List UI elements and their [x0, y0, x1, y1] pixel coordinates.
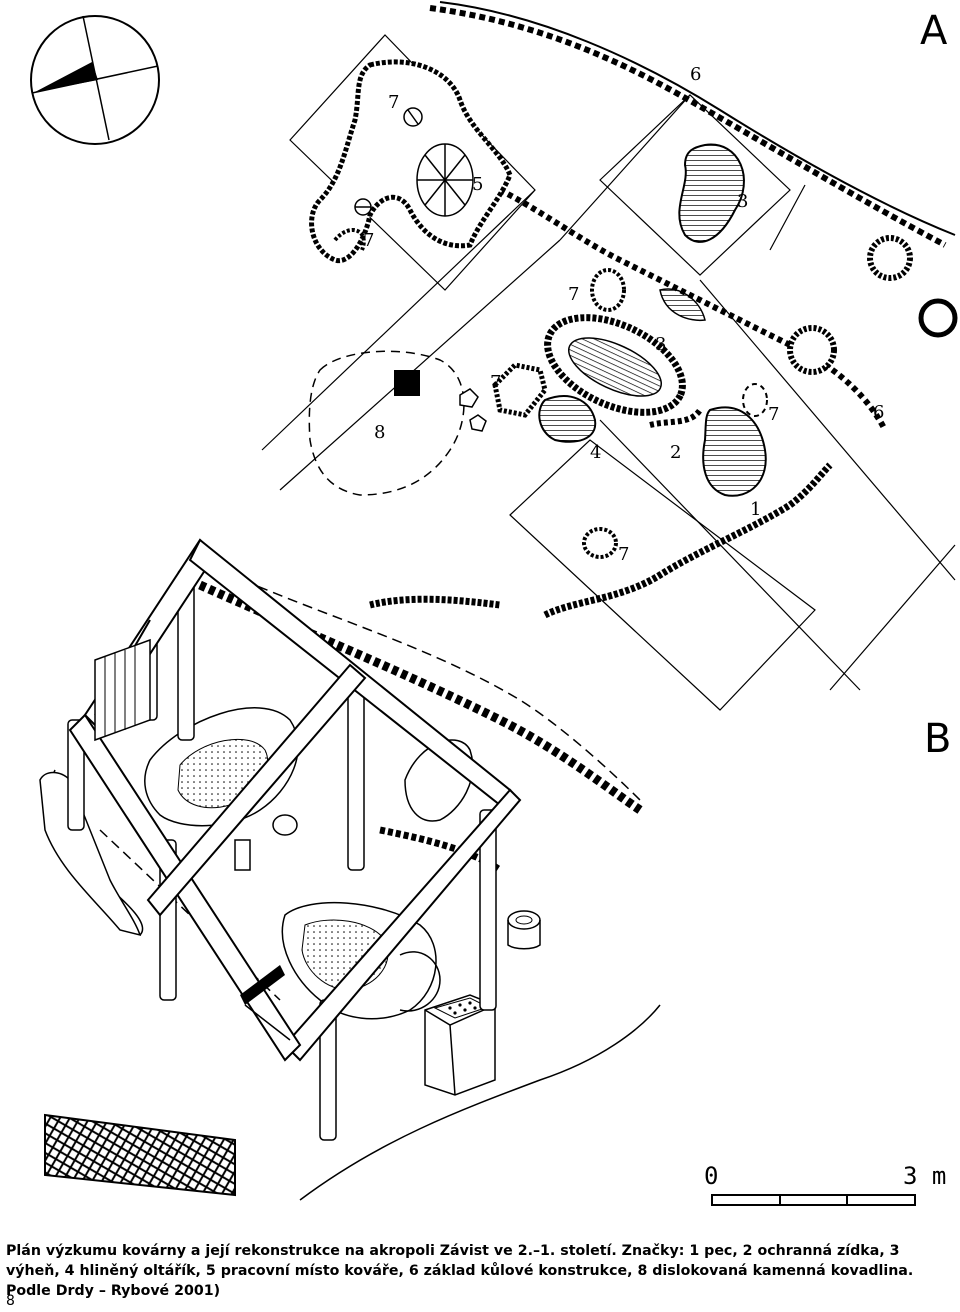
label-anvil: 8: [374, 422, 385, 443]
stump: [507, 910, 541, 950]
label-pit-anvil: 7: [490, 372, 501, 393]
furnace: [702, 406, 767, 497]
north-arrow-icon: [30, 15, 160, 145]
panel-letter-b: B: [924, 716, 951, 762]
label-hearth-upper: 3: [737, 191, 748, 212]
anvil-reconstruction: [424, 994, 496, 1096]
label-pit-right: 7: [768, 404, 779, 425]
label-pit-center: 7: [568, 284, 579, 305]
wattle-fence: [44, 1113, 236, 1197]
smith-workplace: [309, 59, 513, 264]
plan-labels: 7 7 7 7 7 7 5 3 3 6 6 8 4 2 1: [363, 64, 884, 565]
scale-start-label: 0: [704, 1162, 718, 1190]
label-hearth-middle: 3: [655, 334, 666, 355]
clay-altar: [538, 395, 597, 443]
panel-letter-a: A: [920, 8, 948, 54]
label-workplace-pit-lower: 7: [363, 230, 374, 251]
label-wall: 2: [670, 442, 681, 463]
plan-a: 7 7 7 7 7 7 5 3 3 6 6 8 4 2 1: [30, 1, 958, 711]
anvil-area: [308, 350, 465, 496]
label-altar: 4: [590, 442, 601, 463]
label-pit-lower: 7: [618, 544, 629, 565]
roof-frame: [68, 538, 522, 1062]
anvil-block: [394, 370, 420, 396]
label-workplace-pit: 7: [388, 92, 399, 113]
label-foundation-top: 6: [690, 64, 701, 85]
label-foundation-right: 6: [873, 402, 884, 423]
figure: 7 7 7 7 7 7 5 3 3 6 6 8 4 2 1: [30, 1, 958, 1206]
posthole-foundations: [787, 235, 958, 375]
label-workplace: 5: [472, 174, 483, 195]
reconstruction-b: [39, 538, 661, 1201]
label-furnace: 1: [750, 499, 761, 520]
scale-bar: 0 3 m: [704, 1162, 946, 1206]
scale-end-label: 3 m: [903, 1162, 946, 1190]
hearth-upper: [678, 143, 745, 243]
figure-caption: Plán výzkumu kovárny a její rekonstrukce…: [6, 1243, 914, 1299]
page-number: 8: [6, 1293, 15, 1309]
hearth-middle: [544, 314, 686, 416]
